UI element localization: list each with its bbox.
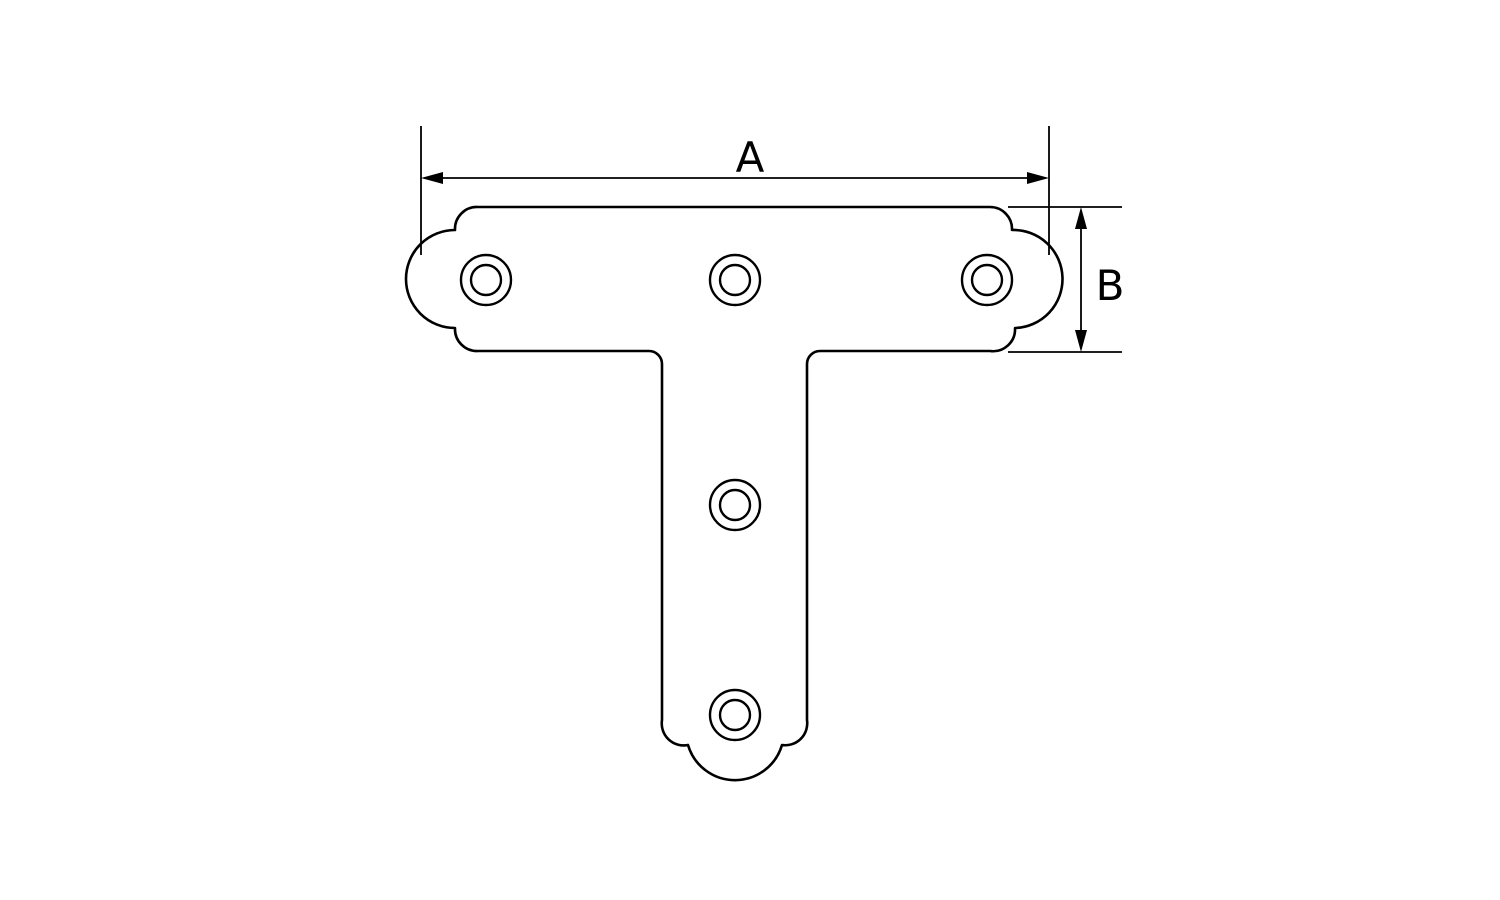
dimension-b-arrow-bottom <box>1075 330 1087 352</box>
screw-hole-stem-lower <box>708 688 762 742</box>
dimension-a: A <box>420 126 1050 255</box>
screw-hole-stem-upper <box>708 478 762 532</box>
dimension-a-arrow-right <box>1027 172 1049 184</box>
screw-hole-right <box>960 253 1014 307</box>
screw-hole-left <box>459 253 513 307</box>
screw-hole-center <box>708 253 762 307</box>
dimension-b-label: B <box>1096 261 1125 310</box>
dimension-a-label: A <box>736 133 765 182</box>
t-plate-outline <box>404 205 1064 782</box>
dimension-a-arrow-left <box>421 172 443 184</box>
dimension-b: B <box>1008 206 1125 353</box>
dimension-b-arrow-top <box>1075 207 1087 229</box>
